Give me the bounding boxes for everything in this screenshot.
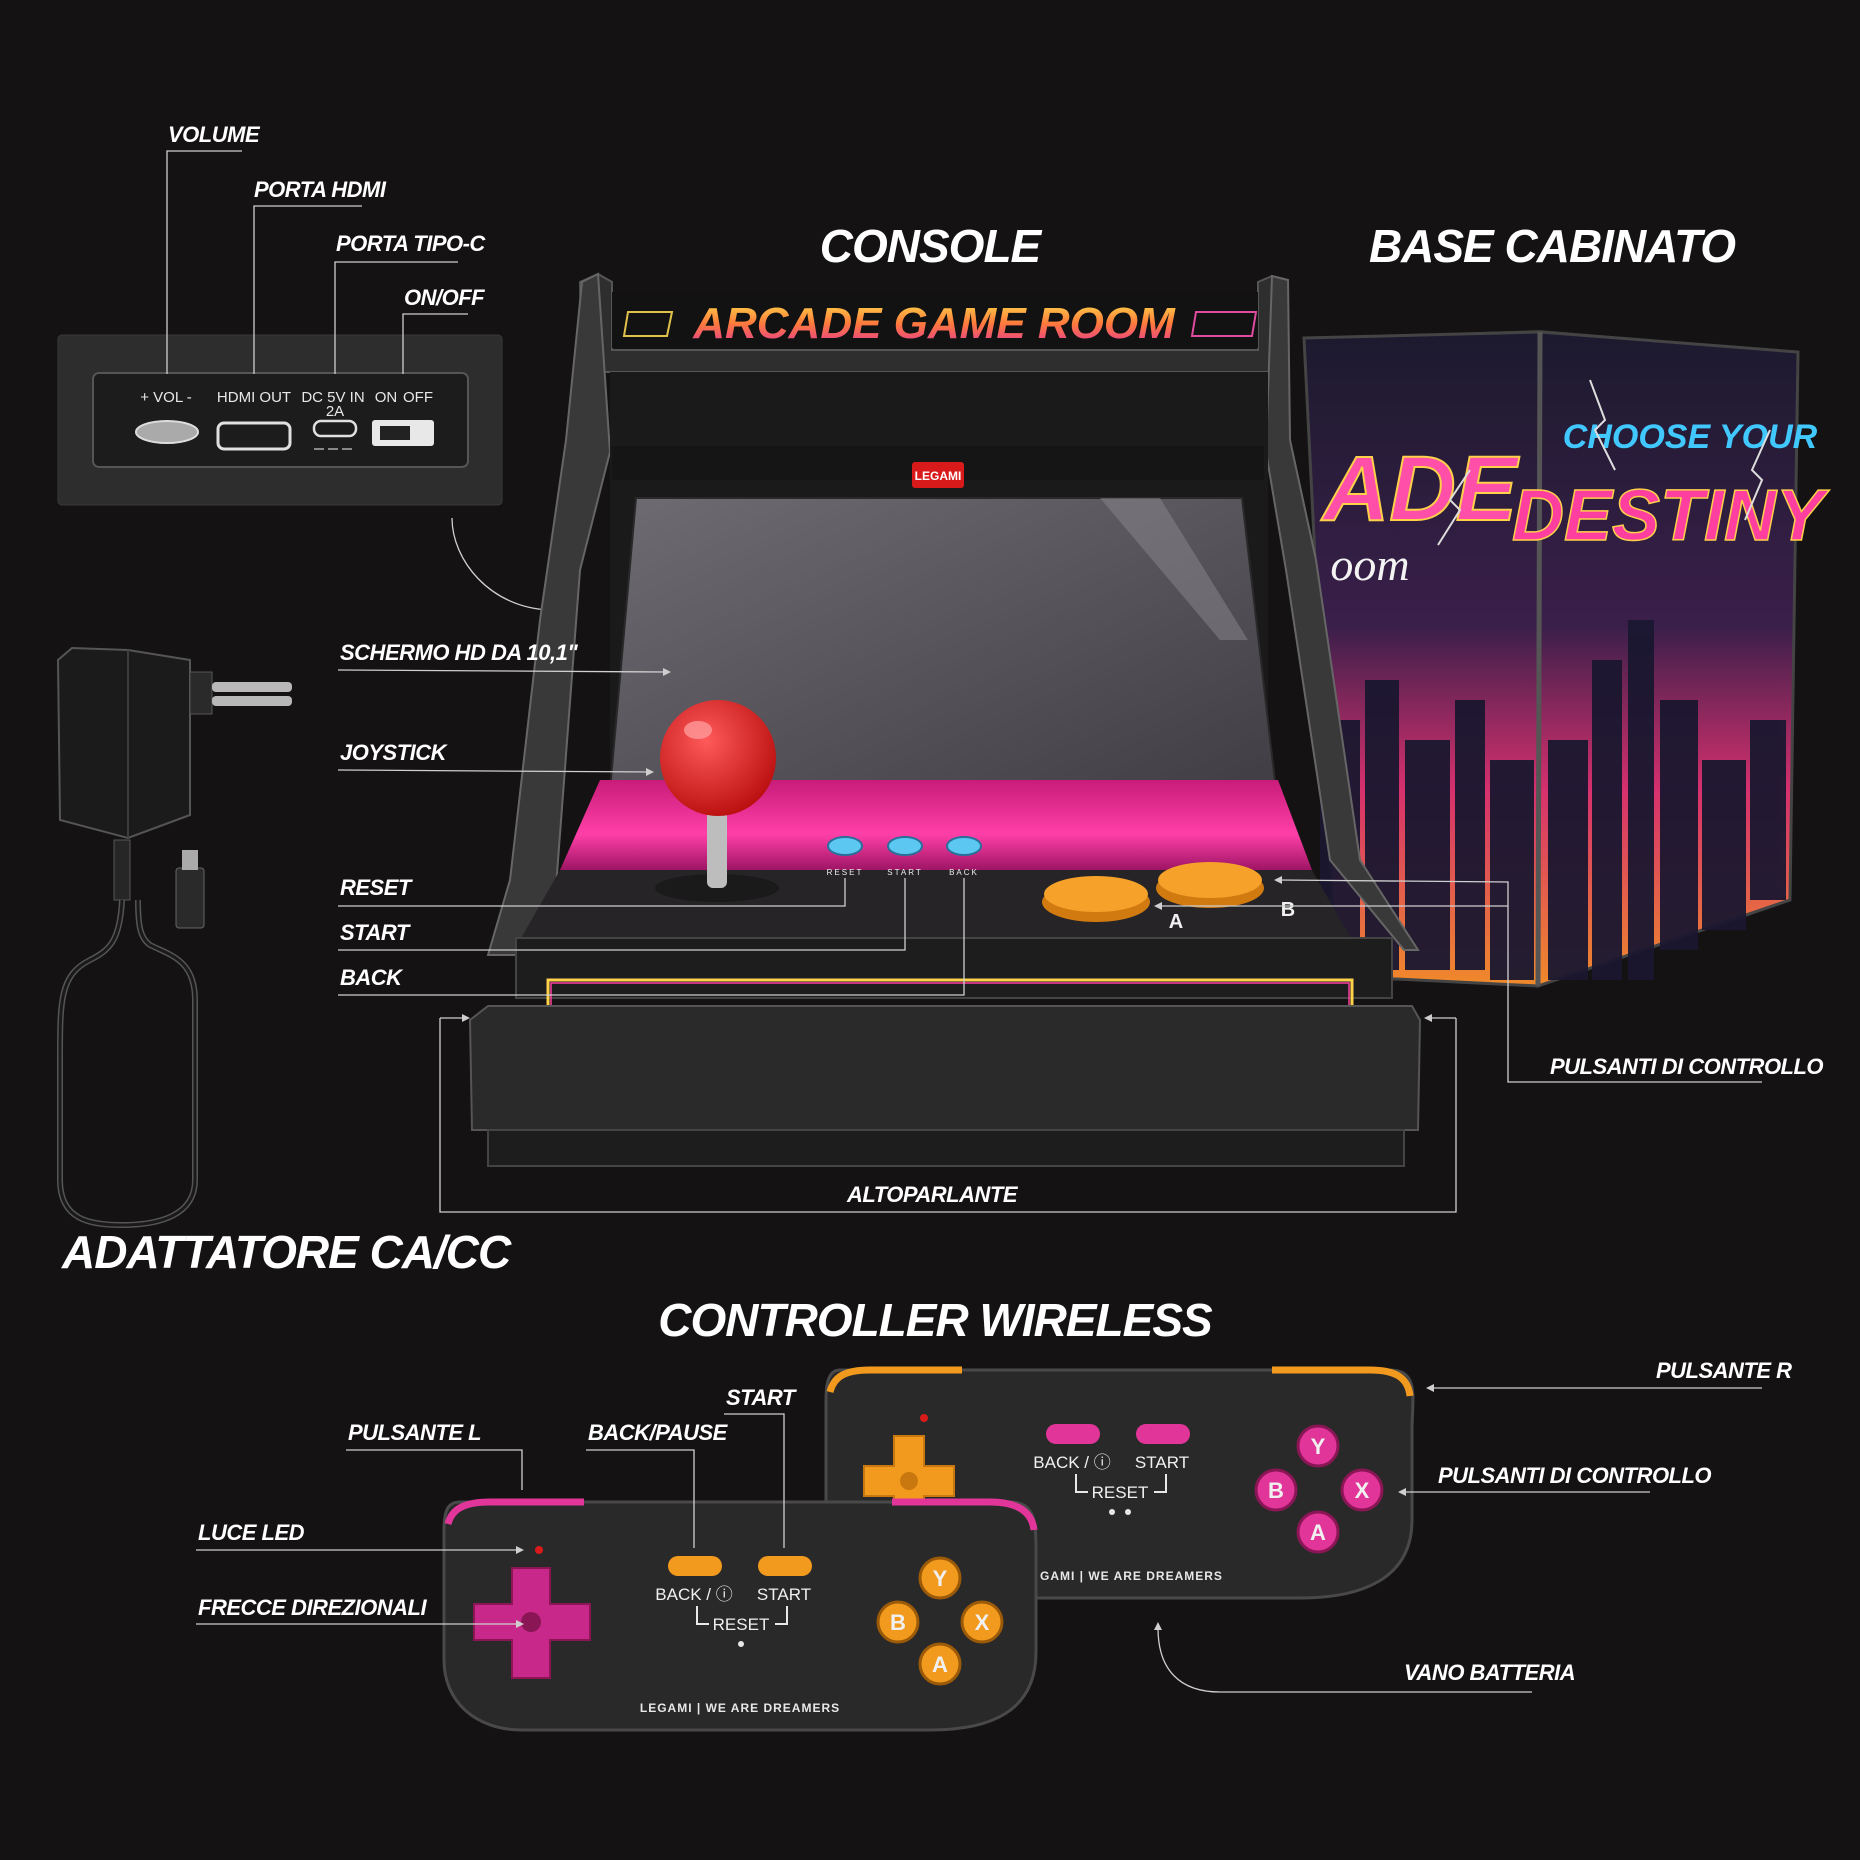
controller-back-led xyxy=(920,1414,928,1422)
controller-front-y-label: Y xyxy=(933,1566,948,1591)
ports-panel: + VOL - HDMI OUT DC 5V IN 2A ON OFF xyxy=(57,334,503,506)
label-battery: VANO BATTERIA xyxy=(1404,1660,1575,1685)
controller-front-brand: LEGAMI | WE ARE DREAMERS xyxy=(640,1701,840,1715)
legami-badge xyxy=(912,462,964,488)
label-joystick: JOYSTICK xyxy=(340,740,449,765)
controller-back-back-button[interactable] xyxy=(1046,1424,1100,1444)
controller-back-x-label: X xyxy=(1355,1478,1370,1503)
panel-on-text: ON xyxy=(375,389,398,406)
cabinet-art-left-sub: oom xyxy=(1330,539,1409,590)
controller-front-b-label: B xyxy=(890,1610,906,1635)
panel-hdmi-text: HDMI OUT xyxy=(217,389,291,406)
cabinet-art-left: ADE xyxy=(1321,438,1520,540)
panel-vol-text: + VOL - xyxy=(140,389,192,406)
panel-dc-text: DC 5V IN xyxy=(301,389,364,406)
label-button-l: PULSANTE L xyxy=(348,1420,481,1445)
label-hdmi: PORTA HDMI xyxy=(254,177,387,202)
typec-port-icon[interactable] xyxy=(312,419,358,438)
start-button[interactable] xyxy=(887,836,923,856)
label-led: LUCE LED xyxy=(198,1520,305,1545)
controller-front-a-label: A xyxy=(932,1652,948,1677)
joystick-ball[interactable] xyxy=(660,700,776,816)
back-button[interactable] xyxy=(946,836,982,856)
controller-back-y-label: Y xyxy=(1311,1434,1326,1459)
port-labels: VOLUME PORTA HDMI PORTA TIPO-C ON/OFF xyxy=(166,122,487,374)
lightning-icon xyxy=(1744,429,1771,521)
controller-back-a-label: A xyxy=(1310,1520,1326,1545)
label-control-buttons: PULSANTI DI CONTROLLO xyxy=(1550,1054,1823,1079)
controller-back-y-button[interactable] xyxy=(1296,1424,1340,1468)
marquee-title: ARCADE GAME ROOM xyxy=(692,299,1176,348)
arcade-a-button[interactable] xyxy=(1044,876,1148,912)
title-base: BASE CABINATO xyxy=(1369,220,1736,272)
ac-adapter-icon xyxy=(56,646,292,1229)
label-volume: VOLUME xyxy=(168,122,261,147)
controller-front-b-button[interactable] xyxy=(876,1600,920,1644)
controller-front-x-button[interactable] xyxy=(960,1600,1004,1644)
volume-wheel-icon[interactable] xyxy=(135,420,199,444)
label-arrows: FRECCE DIREZIONALI xyxy=(198,1595,428,1620)
label-button-r: PULSANTE R xyxy=(1656,1358,1792,1383)
legami-badge-text: LEGAMI xyxy=(915,469,962,483)
start-button-label: START xyxy=(887,868,922,877)
controller-back-brand: GAMI | WE ARE DREAMERS xyxy=(1040,1569,1223,1583)
controller-front-back-button[interactable] xyxy=(668,1556,722,1576)
controller-back-start-text: START xyxy=(1135,1453,1189,1472)
label-speaker: ALTOPARLANTE xyxy=(846,1182,1019,1207)
label-back-pause: BACK/PAUSE xyxy=(588,1420,729,1445)
title-console: CONSOLE xyxy=(820,220,1043,272)
panel-off-text: OFF xyxy=(403,389,433,406)
controller-labels: PULSANTE L BACK/PAUSE START LUCE LED FRE… xyxy=(196,1358,1793,1693)
back-button-label: BACK xyxy=(949,868,979,877)
arcade-a-label: A xyxy=(1169,911,1183,933)
controller-front-start-text: START xyxy=(757,1585,811,1604)
label-control-buttons-controller: PULSANTI DI CONTROLLO xyxy=(1438,1463,1711,1488)
console-labels: SCHERMO HD DA 10,1" JOYSTICK RESET START… xyxy=(337,640,1824,1213)
panel-pointer-line xyxy=(451,517,551,611)
cabinet-art-right-bottom: DESTINY xyxy=(1512,476,1830,556)
arcade-b-label: B xyxy=(1281,899,1295,921)
controller-back-x-button[interactable] xyxy=(1340,1468,1384,1512)
controller-back-back-text: BACK / ⓘ xyxy=(1033,1453,1110,1472)
label-start-controller: START xyxy=(726,1385,797,1410)
controller-back-start-button[interactable] xyxy=(1136,1424,1190,1444)
title-controller: CONTROLLER WIRELESS xyxy=(658,1294,1213,1346)
label-back: BACK xyxy=(340,965,404,990)
label-typec: PORTA TIPO-C xyxy=(336,231,486,256)
hdmi-port-icon[interactable] xyxy=(216,421,292,451)
arcade-console: ARCADE GAME ROOM LEGAMI RESET START BACK xyxy=(468,272,1422,1167)
reset-button[interactable] xyxy=(827,836,863,856)
cabinet-base: ADE oom CHOOSE YOUR DESTINY xyxy=(1300,330,1831,989)
lightning-icon xyxy=(1437,469,1471,546)
label-start: START xyxy=(340,920,411,945)
panel-dc-amp-text: 2A xyxy=(326,403,344,420)
controller-back-a-button[interactable] xyxy=(1296,1510,1340,1554)
arcade-b-button[interactable] xyxy=(1158,862,1262,898)
label-onoff: ON/OFF xyxy=(404,285,485,310)
lightning-icon xyxy=(1589,379,1616,471)
controller-front-start-button[interactable] xyxy=(758,1556,812,1576)
controller-front-x-label: X xyxy=(975,1610,990,1635)
controller-back-reset-text: RESET xyxy=(1092,1483,1149,1502)
controller-back-b-button[interactable] xyxy=(1254,1468,1298,1512)
title-adapter: ADATTATORE CA/CC xyxy=(61,1226,512,1278)
controller-front-reset-text: RESET xyxy=(713,1615,770,1634)
label-screen: SCHERMO HD DA 10,1" xyxy=(340,640,578,665)
label-reset: RESET xyxy=(340,875,413,900)
reset-button-label: RESET xyxy=(827,868,864,877)
controller-front-back-text: BACK / ⓘ xyxy=(655,1585,732,1604)
controller-front-y-button[interactable] xyxy=(918,1556,962,1600)
controller-back-b-label: B xyxy=(1268,1478,1284,1503)
controller-front-led xyxy=(535,1546,543,1554)
controller-front-a-button[interactable] xyxy=(918,1642,962,1686)
controller-front: BACK / ⓘ START RESET LEGAMI | WE ARE DRE… xyxy=(442,1498,1038,1732)
